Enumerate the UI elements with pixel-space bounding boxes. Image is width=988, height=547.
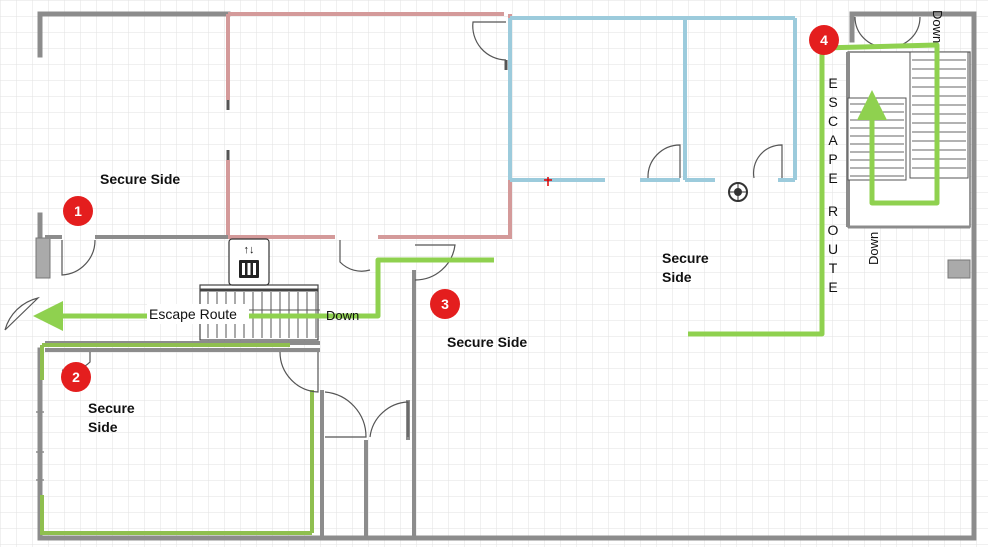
wall-block-right	[947, 259, 971, 279]
fire-extinguisher-icon	[728, 182, 748, 202]
svg-text:1: 1	[74, 203, 82, 219]
secure-side-label-4-line1: Secure	[662, 250, 709, 266]
escape-letter: E	[828, 279, 837, 295]
right-stairwell	[846, 51, 971, 229]
marker-2: 2	[61, 362, 91, 392]
down-label-stair-top: Down	[930, 10, 945, 43]
escape-route-label: Escape Route	[149, 306, 237, 322]
escape-letter: E	[828, 75, 837, 91]
down-label-main: Down	[326, 308, 359, 323]
blue-walls	[508, 16, 797, 182]
marker-3: 3	[430, 289, 460, 319]
svg-text:3: 3	[441, 296, 449, 312]
escape-letter: T	[829, 260, 838, 276]
escape-letter: A	[828, 132, 838, 148]
svg-text:4: 4	[820, 32, 828, 48]
elevator-icon: ↑↓	[228, 238, 270, 286]
escape-letter: R	[828, 203, 838, 219]
down-label-stair-bottom: Down	[866, 232, 881, 265]
secure-side-label-4-line2: Side	[662, 269, 692, 285]
green-walls	[40, 343, 314, 535]
door-leaves	[226, 60, 508, 160]
escape-letter: U	[828, 241, 838, 257]
escape-letter: P	[828, 151, 837, 167]
left-windows	[36, 380, 44, 495]
escape-letter: S	[828, 94, 837, 110]
wall-block-left	[35, 237, 51, 279]
secure-side-label-1: Secure Side	[100, 171, 180, 187]
small-red-marker	[544, 177, 552, 186]
svg-text:↑↓: ↑↓	[244, 244, 255, 256]
secure-side-label-2-line2: Side	[88, 419, 118, 435]
escape-letter: C	[828, 113, 838, 129]
escape-letter: O	[828, 222, 839, 238]
marker-1: 1	[63, 196, 93, 226]
marker-4: 4	[809, 25, 839, 55]
escape-letter: E	[828, 170, 837, 186]
secure-side-label-3: Secure Side	[447, 334, 527, 350]
svg-text:2: 2	[72, 369, 80, 385]
escape-route-east	[688, 42, 940, 337]
secure-side-label-2-line1: Secure	[88, 400, 135, 416]
